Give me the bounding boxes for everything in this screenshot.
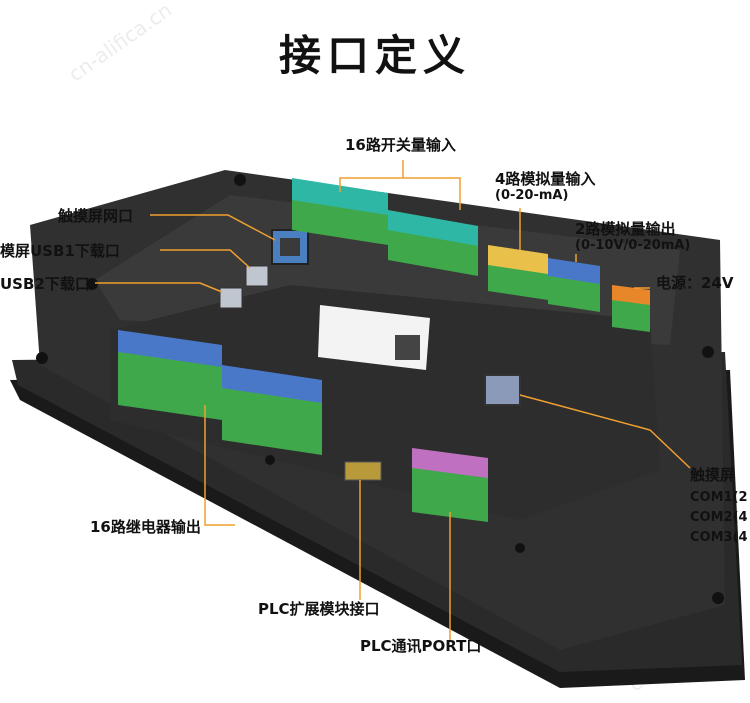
screw [515, 543, 525, 553]
screw [712, 592, 724, 604]
screw [86, 278, 98, 290]
label-com2: COM2(4 [690, 510, 748, 525]
screw [265, 455, 275, 465]
screw [36, 352, 48, 364]
label-analog-output-range: (0-10V/0-20mA) [575, 238, 691, 253]
label-plc-extension: PLC扩展模块接口 [258, 600, 380, 618]
label-com1: COM1(2 [690, 490, 748, 505]
label-relay-output: 16路继电器输出 [90, 518, 201, 536]
relay-output-terminals [118, 330, 322, 455]
device-raised-block [110, 285, 660, 520]
label-touch-usb1: 模屏USB1下载口 [0, 242, 120, 260]
label-analog-input-range: (0-20-mA) [495, 188, 569, 203]
label-analog-input: 4路模拟量输入 [495, 170, 596, 188]
screw [234, 174, 246, 186]
screw [702, 346, 714, 358]
label-plc-port: PLC通讯PORT口 [360, 637, 482, 655]
digital-input-terminals [292, 178, 478, 276]
label-analog-output: 2路模拟量输出 [575, 220, 676, 238]
plc-extension-connector [344, 461, 382, 481]
label-touch-network: 触摸屏网口 [58, 207, 134, 225]
label-touch-serial: 触摸屏 [690, 466, 736, 484]
usb1-port [245, 265, 269, 287]
page-title: 接口定义 [278, 31, 471, 80]
serial-port [484, 374, 521, 406]
label-usb2: USB2下载口 [0, 275, 90, 293]
leader-lines [95, 160, 691, 640]
usb2-port [219, 287, 243, 309]
label-com3: COM3(4 [690, 530, 748, 545]
label-power: 电源：24V [656, 274, 734, 292]
label-digital-input: 16路开关量输入 [345, 136, 456, 154]
